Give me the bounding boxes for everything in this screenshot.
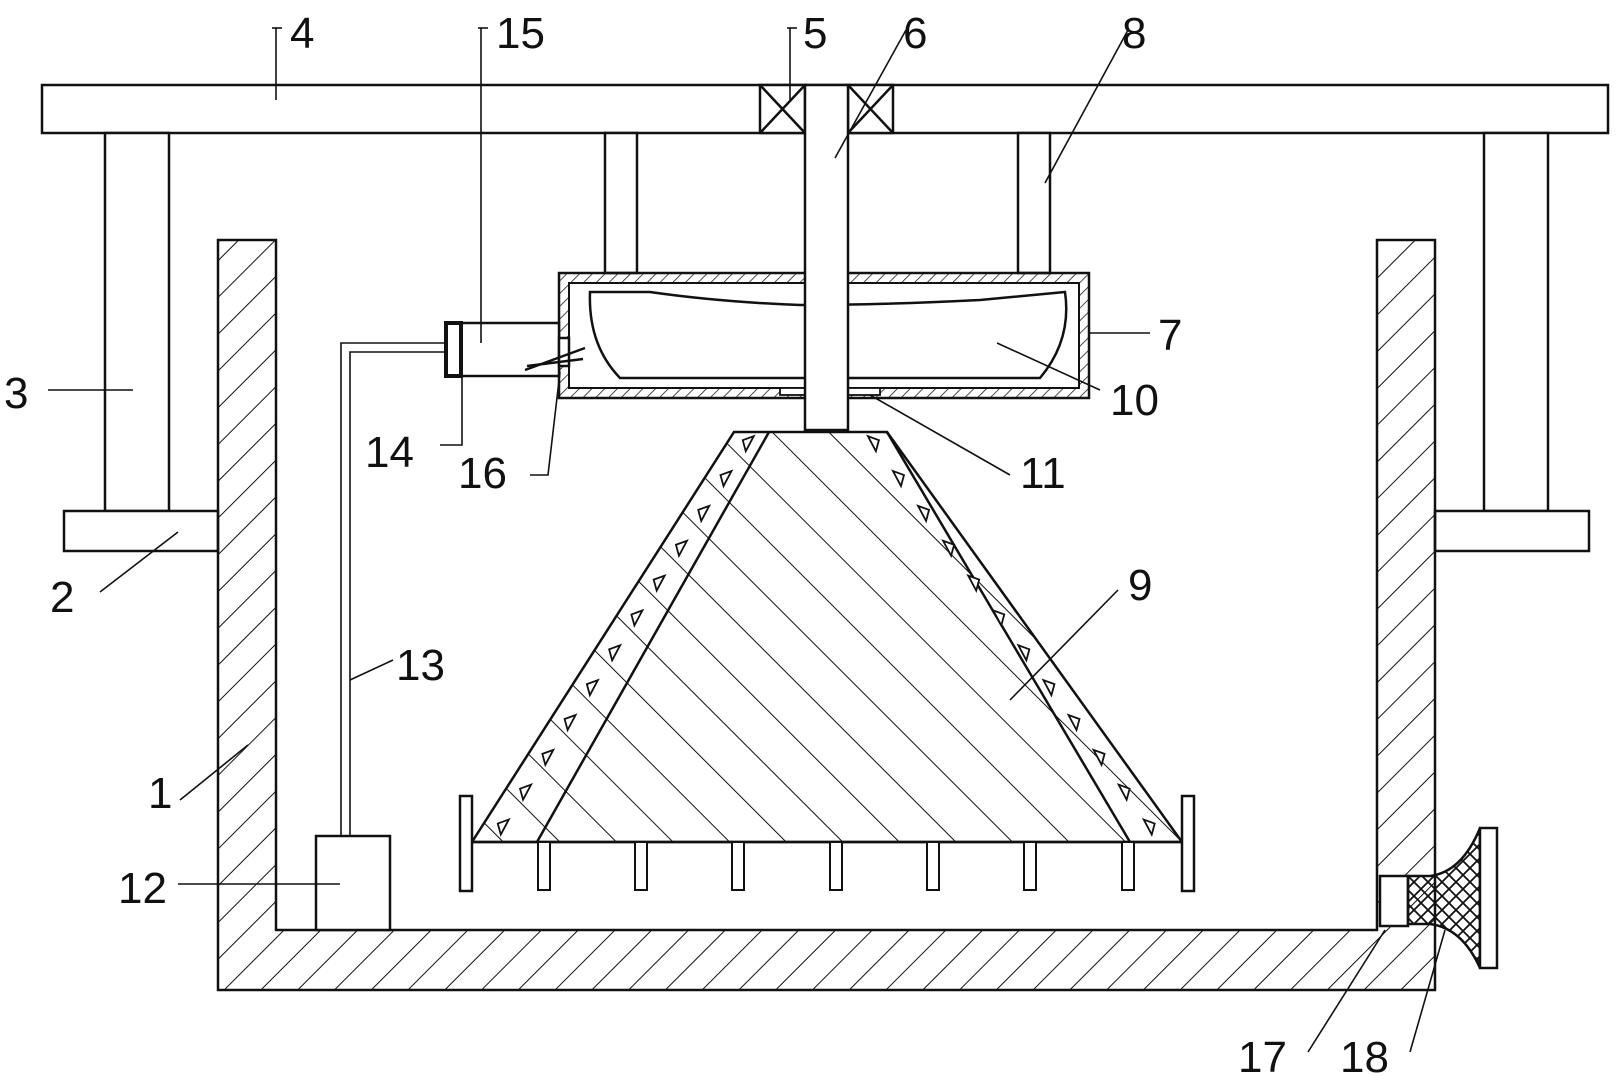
brush-tooth	[634, 841, 648, 891]
brush-tooth	[1121, 841, 1135, 891]
label-18: 18	[1340, 1033, 1389, 1076]
tank-body	[216, 238, 1437, 992]
hanger-rod-right	[1016, 131, 1052, 275]
bottom-teeth	[537, 841, 1135, 891]
brush-tooth	[731, 841, 745, 891]
side-scraper-right	[1180, 794, 1196, 893]
cone-tooth	[496, 817, 511, 837]
cone-tooth	[891, 469, 906, 489]
cone-inner-right	[885, 431, 1132, 843]
label-2: 2	[50, 573, 74, 622]
conical-agitator	[469, 430, 1185, 844]
label-5: 5	[803, 9, 827, 58]
cone-tooth	[518, 783, 533, 803]
label-11: 11	[1020, 449, 1066, 498]
cone-tooth	[741, 434, 756, 454]
label-9: 9	[1128, 561, 1152, 610]
cone-tooth	[1091, 748, 1106, 768]
outlet-pipe	[1378, 874, 1410, 928]
label-4: 4	[290, 9, 314, 58]
label-7: 7	[1158, 311, 1182, 360]
label-16: 16	[458, 449, 507, 498]
hanger-rod-left	[603, 131, 639, 275]
cone-tooth	[991, 608, 1006, 628]
cone-tooth	[652, 573, 667, 594]
cone-tooth	[541, 748, 556, 768]
label-14: 14	[365, 428, 414, 477]
label-8: 8	[1122, 9, 1146, 58]
side-scraper-left	[458, 794, 474, 893]
bearing-left	[758, 83, 807, 135]
label-6: 6	[903, 9, 927, 58]
cone-tooth	[966, 573, 981, 594]
bearing-right	[846, 83, 895, 135]
brush-tooth	[926, 841, 940, 891]
mounting-plate-right	[1433, 509, 1591, 553]
cone-tooth	[674, 539, 689, 559]
cone-tooth	[630, 608, 645, 628]
cone-tooth	[563, 713, 578, 733]
pipe	[340, 342, 446, 836]
cone-tooth	[697, 504, 712, 524]
brush-tooth	[829, 841, 843, 891]
label-15: 15	[496, 9, 545, 58]
cone-tooth	[585, 678, 600, 698]
cone-tooth	[941, 539, 956, 559]
cone-tooth	[1016, 643, 1031, 663]
drive-motor	[444, 321, 586, 378]
leader-lines	[48, 27, 1446, 1053]
cone-tooth	[1141, 817, 1156, 837]
label-17: 17	[1238, 1033, 1287, 1076]
internal-gear-blade	[588, 290, 1068, 380]
brush-tooth	[537, 841, 551, 891]
support-column-right	[1482, 131, 1550, 513]
label-12: 12	[118, 864, 167, 913]
support-column-left	[103, 131, 171, 513]
cone-tooth	[608, 643, 623, 663]
cone-tooth	[1116, 783, 1131, 803]
cone-tooth	[719, 469, 734, 489]
cone-tooth	[1041, 678, 1056, 698]
label-3: 3	[4, 369, 28, 418]
pipe-inner	[349, 351, 446, 836]
cone-tooth	[916, 504, 931, 524]
cone-inner-left	[535, 431, 771, 843]
central-shaft	[803, 83, 850, 432]
mounting-plate-left	[62, 509, 220, 553]
brush-tooth	[1023, 841, 1037, 891]
part-labels: 4 15 5 6 8 3 7 10 11 14 16 9 13 1 12 2 1…	[4, 9, 1389, 1076]
cone-tooth	[866, 434, 880, 454]
cone-tooth	[1066, 713, 1081, 733]
pump	[314, 834, 392, 932]
cone-teeth	[496, 434, 1156, 837]
label-1: 1	[148, 769, 172, 818]
outlet-flange	[1478, 826, 1499, 970]
label-10: 10	[1110, 376, 1159, 425]
label-13: 13	[396, 641, 445, 690]
